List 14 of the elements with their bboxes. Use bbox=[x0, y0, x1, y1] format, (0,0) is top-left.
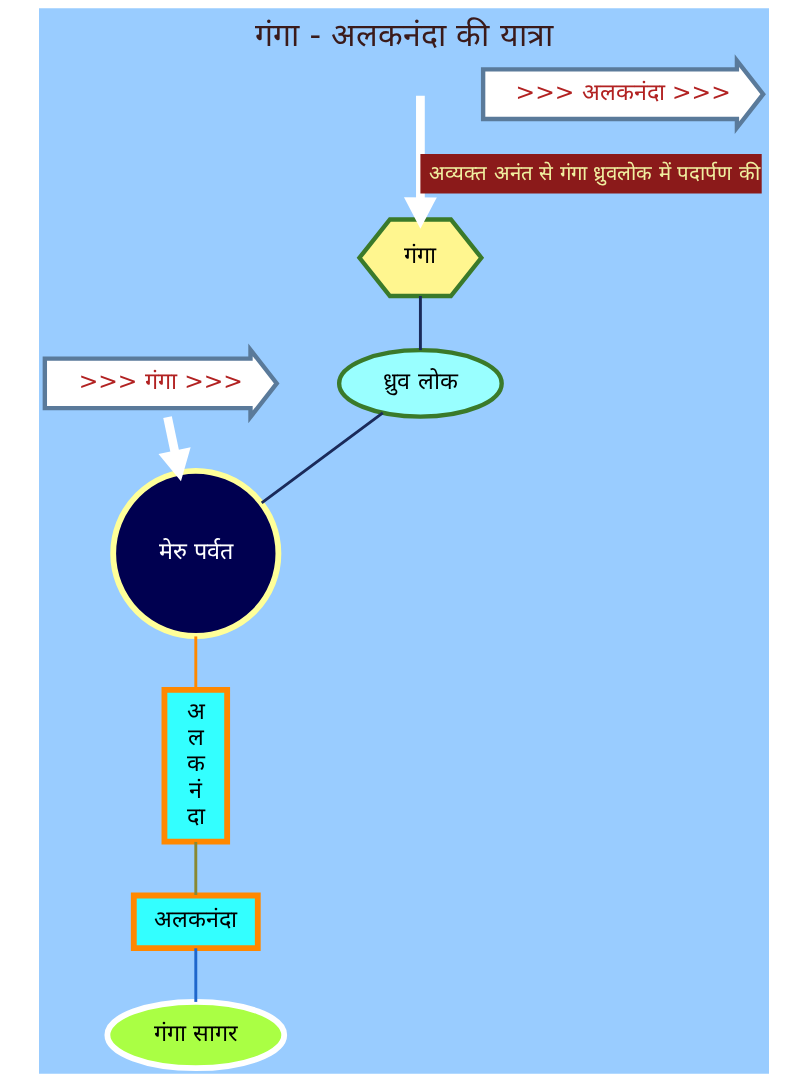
diagram-title: गंगा - अलकनंदा की यात्रा bbox=[255, 15, 553, 54]
node-box: अलकनंदा bbox=[130, 892, 261, 951]
connector bbox=[194, 841, 198, 895]
node-ellipse: ध्रुव लोक bbox=[336, 348, 504, 419]
connector bbox=[418, 296, 422, 351]
node-ellipse: गंगा सागर bbox=[104, 998, 288, 1072]
arrow bbox=[403, 95, 437, 229]
node-box: अ ल क नं दा bbox=[161, 686, 231, 845]
edge-label: अव्यक्त अनंत से गंगा ध्रुवलोक में पदार्पण की bbox=[429, 160, 760, 185]
connector bbox=[194, 948, 198, 1002]
node-circle: मेरु पर्वत bbox=[110, 467, 282, 639]
connector bbox=[194, 636, 198, 690]
connector bbox=[260, 411, 384, 505]
arrow bbox=[158, 416, 191, 482]
